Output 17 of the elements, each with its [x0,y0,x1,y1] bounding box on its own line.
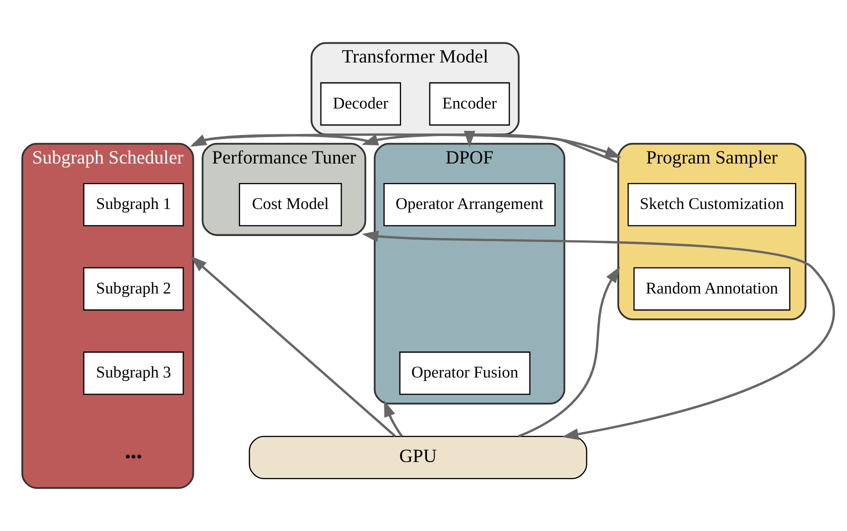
node-box: Random Annotation [633,267,790,311]
node-box: Sketch Customization [628,182,796,226]
arrow [190,256,396,438]
arrow [362,230,834,440]
node-box: Operator Arrangement [383,182,556,226]
node-box: Subgraph 2 [83,267,184,311]
node-box: Subgraph 1 [83,182,184,226]
arrow [384,400,403,437]
node-box: Cost Model [238,182,342,226]
node-box: Encoder [429,82,510,126]
node-box: Subgraph 3 [83,352,184,395]
node-box: GPU [248,436,588,480]
node-box: Operator Fusion [399,352,530,395]
node-box: Decoder [320,82,402,126]
label: ••• [124,446,142,466]
arrow [464,130,476,148]
arrow [518,266,620,438]
